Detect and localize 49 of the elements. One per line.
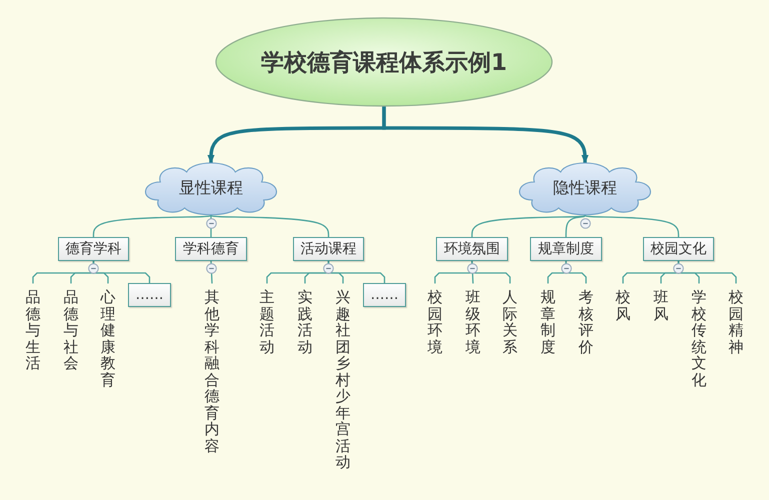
item-label: 实践活动 [298, 289, 312, 355]
item-label: 兴趣社团乡村少年宫活动 [336, 289, 350, 470]
connector-line [584, 214, 680, 238]
item-label: 校园精神 [728, 289, 744, 355]
branch-label: 显性课程 [179, 178, 243, 198]
item-box [128, 283, 171, 307]
category-box [436, 237, 508, 261]
connector-line [210, 214, 330, 238]
category-label: 环境氛围 [444, 240, 500, 258]
connector-line [565, 260, 587, 284]
item-label: 心理健康教育 [100, 289, 116, 388]
category-label: 校园文化 [650, 240, 706, 258]
item-box [363, 283, 406, 307]
item-label: 校园环境 [428, 289, 442, 355]
item-label: 班风 [654, 289, 668, 322]
item-label: 规章制度 [540, 289, 556, 355]
category-box [293, 237, 364, 261]
item-label: 其他学科融合德育内容 [204, 289, 220, 454]
item-label: …… [370, 287, 398, 303]
item-label: 班级环境 [466, 289, 480, 355]
branch-label: 隐性课程 [553, 178, 617, 198]
category-label: 活动课程 [300, 240, 356, 258]
item-label: …… [136, 287, 164, 303]
category-label: 德育学科 [66, 240, 122, 258]
item-label: 品德与生活 [26, 289, 40, 372]
item-label: 校风 [616, 289, 630, 322]
connector-line [565, 214, 586, 238]
connector-line [92, 214, 212, 238]
root-topic-ellipse [215, 17, 553, 107]
arrow [382, 105, 589, 165]
category-label: 学科德育 [183, 240, 239, 258]
connector-line [471, 260, 511, 284]
connector-line [328, 260, 386, 284]
category-box [175, 237, 247, 261]
connector-line [210, 260, 213, 284]
root-topic-title: 学校德育课程体系示例1 [260, 48, 507, 78]
category-label: 规章制度 [538, 240, 594, 258]
item-label: 品德与社会 [64, 289, 78, 372]
connector-line [471, 214, 586, 238]
connector-line [92, 260, 150, 284]
connector-line [210, 214, 212, 238]
item-label: 主题活动 [260, 289, 274, 355]
item-label: 学校传统文化 [692, 289, 706, 388]
category-box [58, 237, 129, 261]
item-label: 人际关系 [502, 289, 518, 355]
category-box [643, 237, 714, 261]
connector-line [678, 260, 737, 284]
item-label: 考核评价 [578, 289, 594, 355]
category-box [530, 237, 602, 261]
